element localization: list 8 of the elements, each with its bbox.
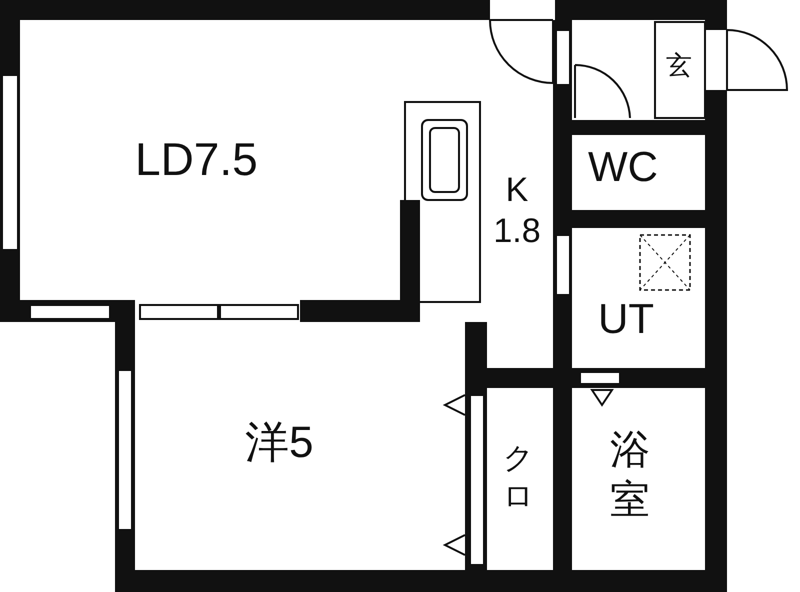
room-label: WC [588, 145, 658, 190]
room-label: UT [598, 297, 654, 342]
room-label: 洋5 [245, 420, 314, 466]
room-label: K 1.8 [492, 170, 542, 252]
room-label: 浴室 [610, 427, 651, 524]
room-label: 玄 [666, 52, 692, 80]
room-label: LD7.5 [135, 135, 258, 184]
room-label: クロ [503, 441, 534, 514]
